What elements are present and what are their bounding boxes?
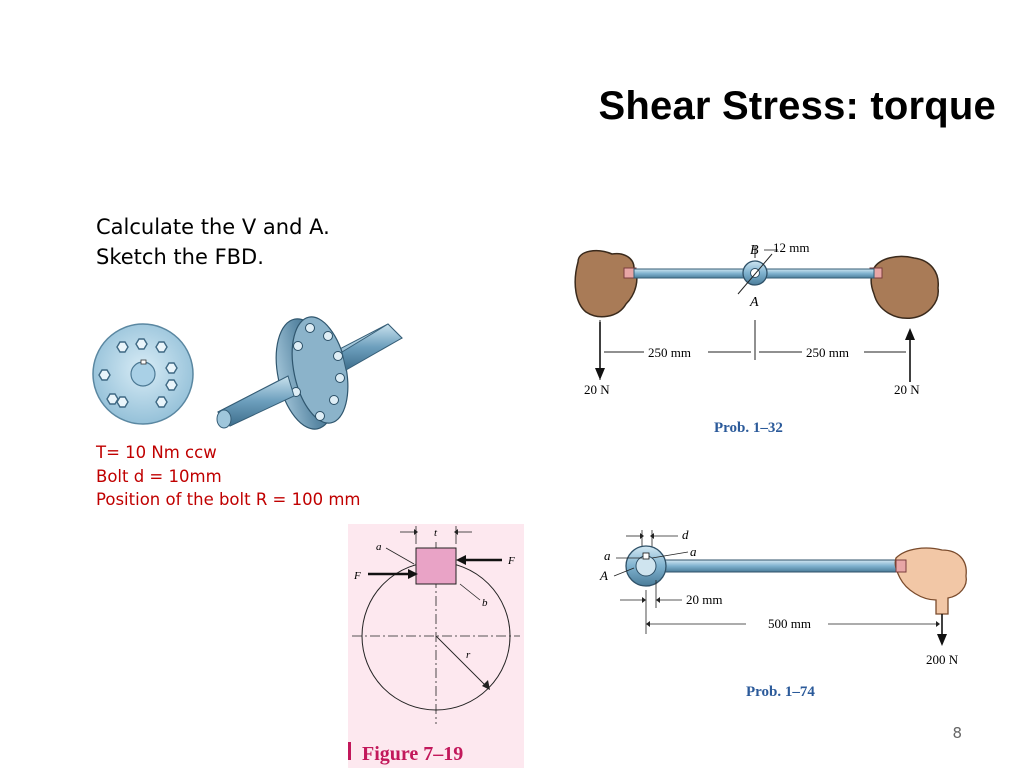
label-d: d — [682, 527, 689, 542]
given-bolt-position: Position of the bolt R = 100 mm — [96, 490, 361, 509]
slide-title: Shear Stress: torque — [598, 84, 996, 128]
label-a-right: a — [690, 544, 697, 559]
caption-prob-1-74: Prob. 1–74 — [746, 684, 815, 700]
label-b: b — [482, 597, 488, 609]
label-capital-a: A — [599, 568, 608, 583]
dim-bolt-diameter: 12 mm — [773, 240, 809, 255]
force-arrow-down-icon — [595, 368, 605, 380]
label-a: a — [376, 541, 382, 553]
caption-prob-1-32: Prob. 1–32 — [714, 420, 783, 436]
instruction-line-2: Sketch the FBD. — [96, 245, 264, 269]
label-a-left: a — [604, 548, 611, 563]
instructions: Calculate the V and A. Sketch the FBD. — [96, 212, 330, 272]
stress-element — [415, 547, 457, 585]
label-t: t — [434, 527, 438, 539]
force-200n: 200 N — [926, 652, 959, 667]
right-hand-icon — [870, 255, 939, 319]
dim-500mm: 500 mm — [768, 616, 811, 631]
left-hand-icon — [574, 249, 638, 318]
force-left-20n: 20 N — [584, 382, 610, 397]
label-b: B — [750, 243, 759, 258]
hand-icon — [894, 547, 967, 615]
given-bolt-diameter: Bolt d = 10mm — [96, 466, 222, 486]
dim-20mm: 20 mm — [686, 592, 722, 607]
label-f-left: F — [353, 570, 361, 582]
given-values: T= 10 Nm ccw Bolt d = 10mm Position of t… — [96, 441, 361, 512]
dim-right-250: 250 mm — [806, 345, 849, 360]
given-torque: T= 10 Nm ccw — [96, 443, 217, 462]
figure-7-19: t F F a b r Figure 7–19 — [348, 524, 524, 768]
instruction-line-1: Calculate the V and A. — [96, 215, 330, 239]
force-arrow-up-icon — [905, 328, 915, 340]
force-right-20n: 20 N — [894, 382, 920, 397]
page-number: 8 — [952, 724, 962, 742]
wrench-handle — [659, 559, 905, 573]
prob-1-32-figure: B 12 mm A 250 mm 250 mm 20 N 20 N Prob. … — [574, 240, 939, 436]
flange-coupling-3d-view — [216, 316, 403, 430]
force-arrow-right-icon — [408, 569, 418, 579]
force-arrow-down-icon — [937, 634, 947, 646]
dim-left-250: 250 mm — [648, 345, 691, 360]
label-r: r — [466, 649, 471, 661]
label-f-right: F — [507, 555, 515, 567]
prob-1-74-figure: d a a A 20 mm 500 mm 200 N Prob. 1–74 — [599, 527, 967, 700]
flange-disc-front-view — [92, 323, 194, 425]
caption-figure-7-19: Figure 7–19 — [362, 743, 463, 765]
label-a: A — [749, 295, 759, 310]
force-arrow-left-icon — [456, 555, 466, 565]
flange-coupling-illustration — [92, 316, 403, 430]
